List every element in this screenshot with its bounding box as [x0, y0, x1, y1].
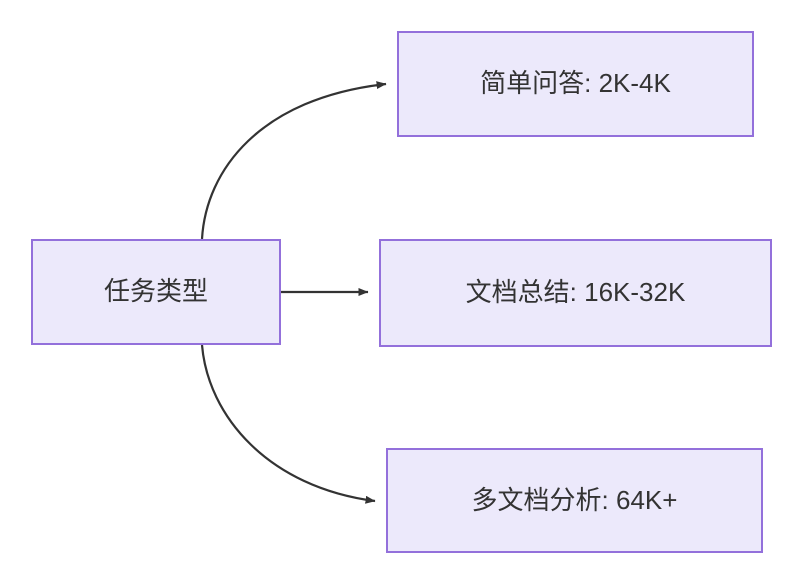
node-multi-document-analysis[interactable]: 多文档分析: 64K+ — [386, 448, 763, 553]
node-task-type[interactable]: 任务类型 — [31, 239, 281, 345]
edge-root-to-multi — [200, 344, 376, 504]
node-label: 简单问答: 2K-4K — [480, 68, 671, 99]
edge-root-to-simple — [200, 81, 387, 240]
node-simple-qa[interactable]: 简单问答: 2K-4K — [397, 31, 754, 137]
node-label: 多文档分析: 64K+ — [471, 484, 678, 515]
node-document-summary[interactable]: 文档总结: 16K-32K — [379, 239, 772, 347]
node-label: 文档总结: 16K-32K — [465, 277, 686, 308]
node-label: 任务类型 — [103, 276, 208, 307]
